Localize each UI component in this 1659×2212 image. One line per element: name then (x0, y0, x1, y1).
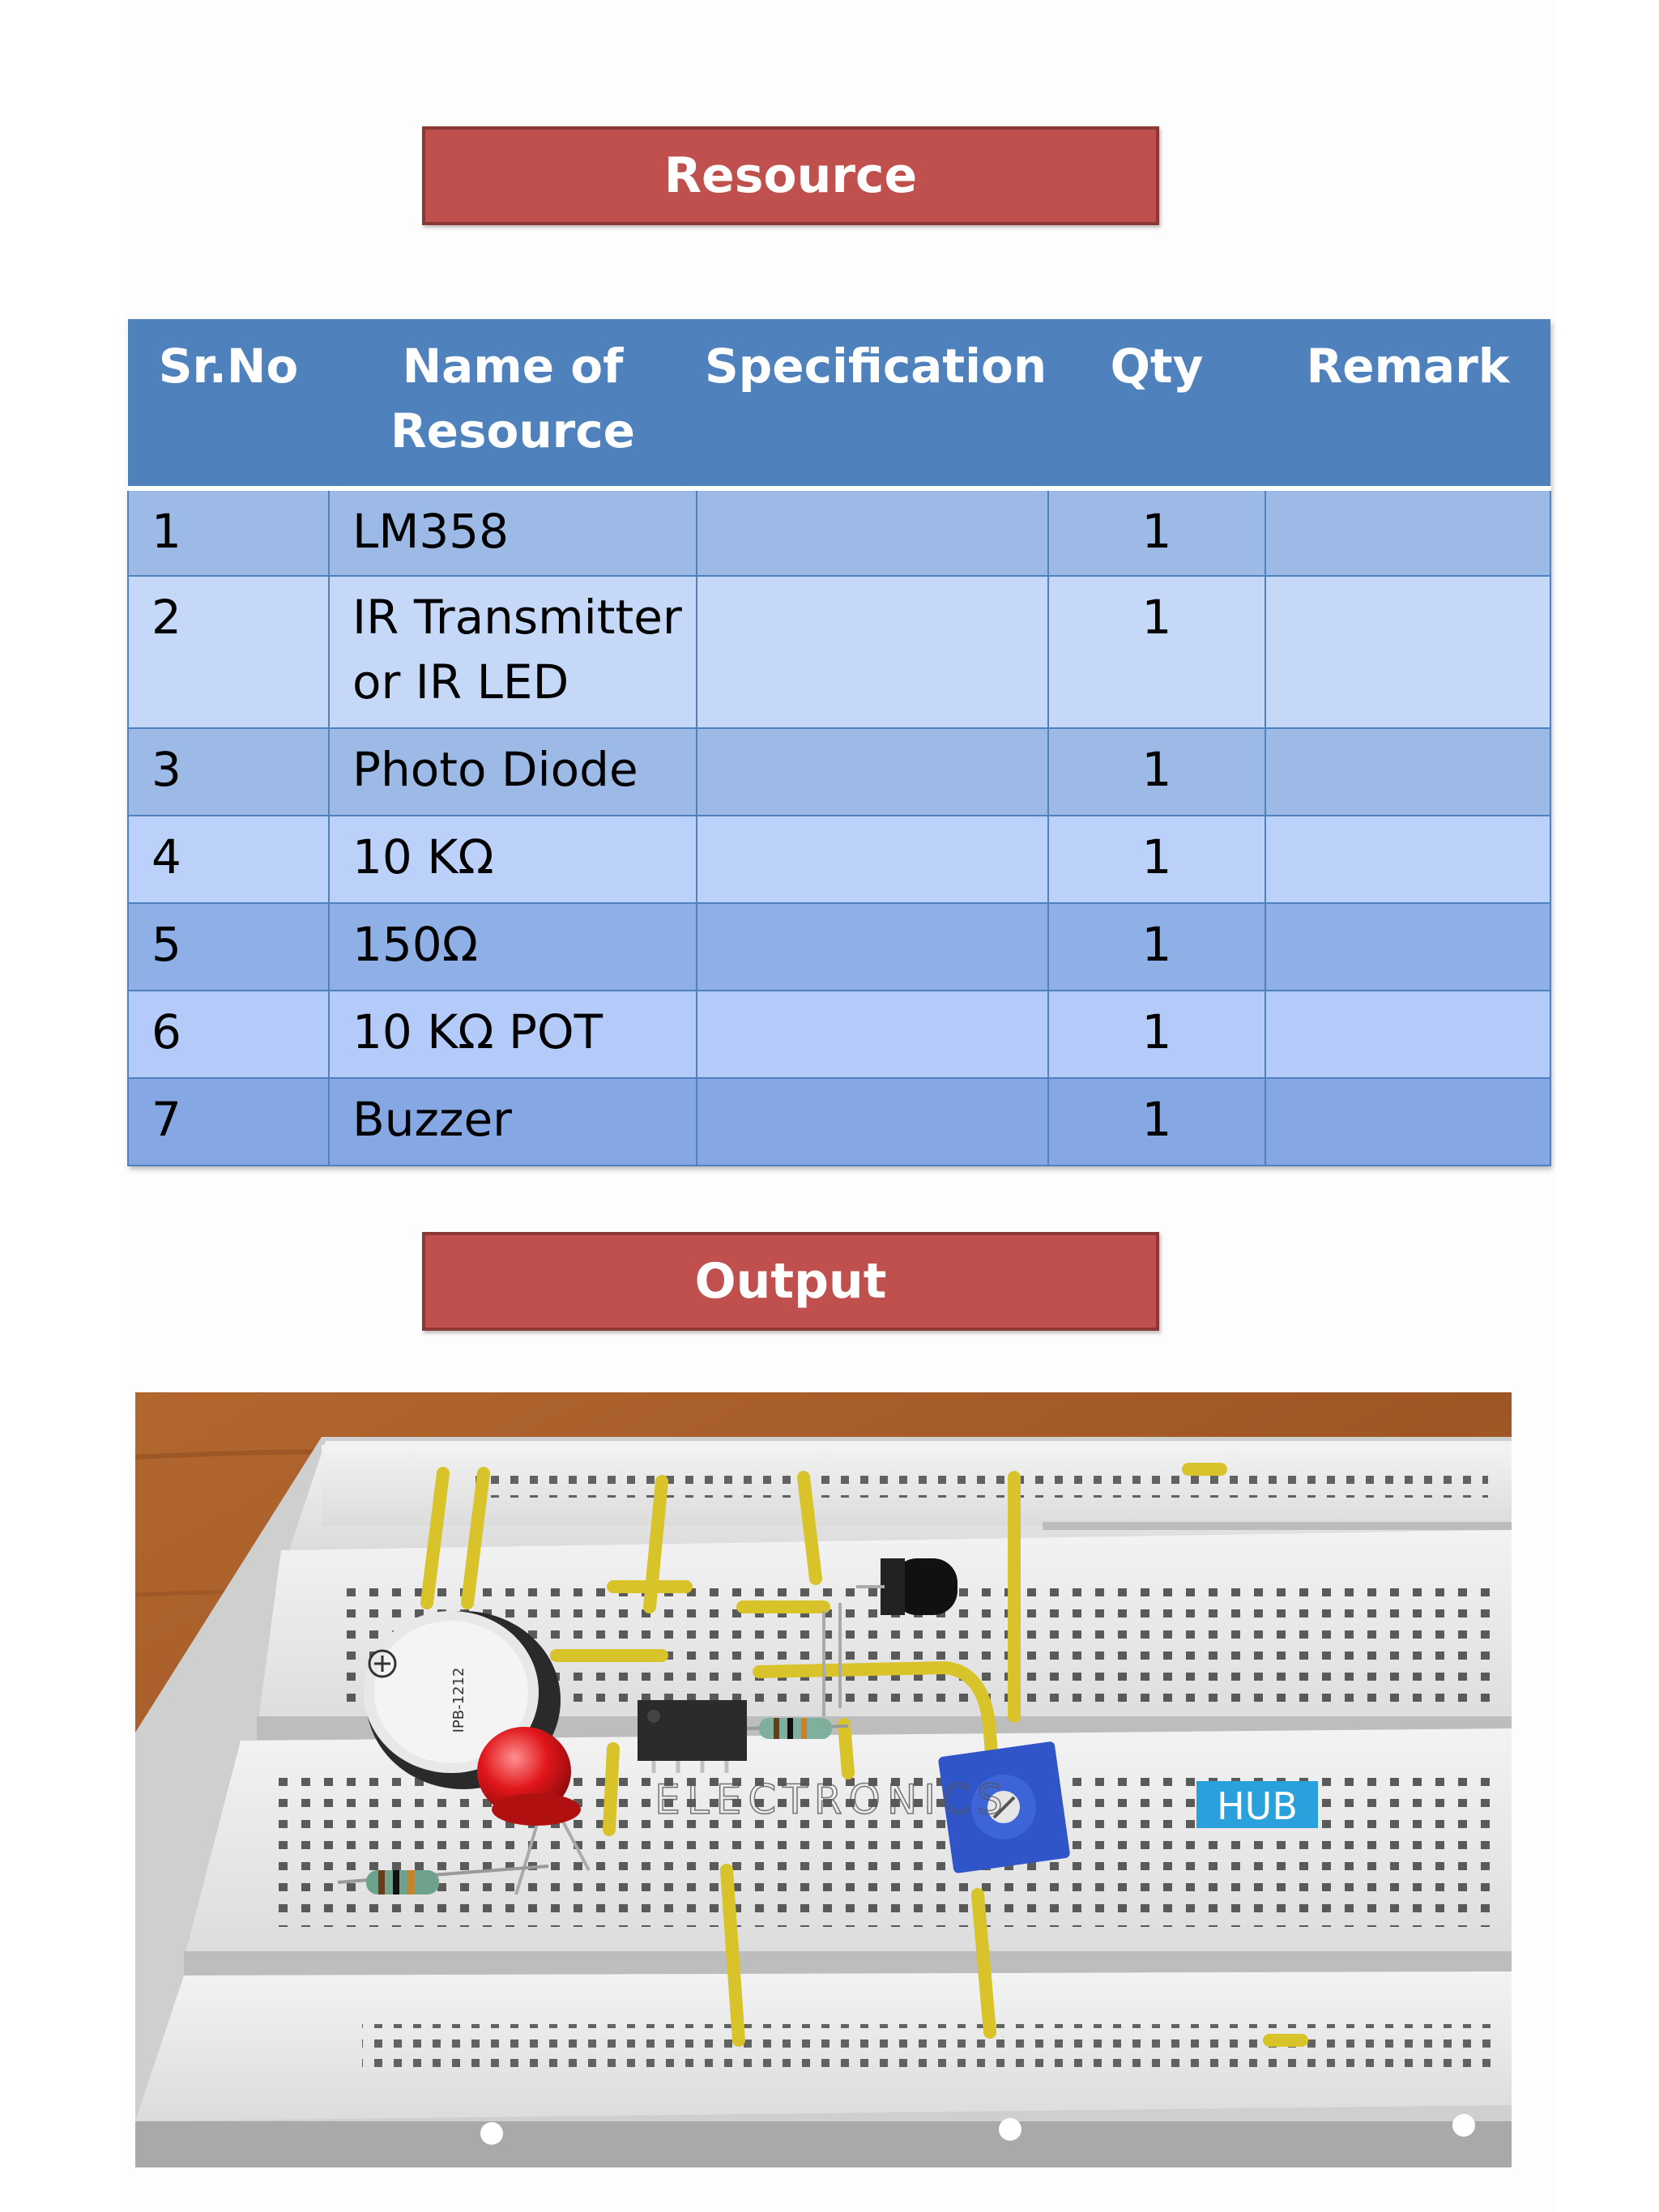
cell-name: LM358 (328, 488, 697, 577)
cell-name: 10 KΩ (328, 815, 697, 904)
cell-sr: 1 (127, 488, 330, 577)
cell-qty: 1 (1047, 902, 1266, 991)
watermark-badge: HUB (1217, 1784, 1298, 1828)
table-header-row: Sr.No Name of Resource Specification Qty… (128, 319, 1550, 491)
cell-spec (696, 575, 1049, 729)
header-specification: Specification (697, 319, 1048, 491)
header-qty: Qty (1048, 319, 1265, 491)
red-led (477, 1727, 591, 1895)
output-title: Output (694, 1253, 887, 1310)
watermark: ELECTRONICS HUB (655, 1775, 1318, 1828)
resource-table-container: Sr.No Name of Resource Specification Qty… (127, 319, 1551, 1166)
cell-sr: 2 (127, 575, 330, 729)
cell-qty: 1 (1047, 815, 1266, 904)
header-name-of-resource: Name of Resource (329, 319, 697, 491)
cell-sr: 7 (127, 1077, 330, 1166)
cell-spec (696, 1077, 1049, 1166)
cell-qty: 1 (1047, 990, 1266, 1079)
cell-remark (1265, 1077, 1551, 1166)
cell-qty: 1 (1047, 727, 1266, 816)
table-row: 6 10 KΩ POT 1 (127, 990, 1551, 1079)
resistor-150-ohm (337, 1865, 549, 1894)
potentiometer (938, 1741, 1070, 1873)
cell-spec (696, 488, 1049, 577)
photo-diode (822, 1558, 957, 1716)
cell-sr: 4 (127, 815, 330, 904)
cell-name: Photo Diode (328, 727, 697, 816)
cell-remark (1265, 575, 1551, 729)
resource-table: Sr.No Name of Resource Specification Qty… (127, 319, 1551, 1166)
cell-spec (696, 902, 1049, 991)
table-row: 7 Buzzer 1 (127, 1077, 1551, 1166)
lm358-ic (638, 1700, 747, 1773)
cell-qty: 1 (1047, 1077, 1266, 1166)
cell-name: 150Ω (328, 902, 697, 991)
cell-spec (696, 815, 1049, 904)
header-sr-no: Sr.No (128, 319, 329, 491)
cell-spec (696, 990, 1049, 1079)
cell-name: 10 KΩ POT (328, 990, 697, 1079)
circuit-photo: IPB-1212 (135, 1392, 1512, 2167)
table-row: 2 IR Transmitter or IR LED 1 (127, 575, 1551, 729)
cell-remark (1265, 815, 1551, 904)
cell-sr: 6 (127, 990, 330, 1079)
resource-title: Resource (663, 147, 918, 204)
cell-remark (1265, 727, 1551, 816)
cell-qty: 1 (1047, 488, 1266, 577)
cell-name: Buzzer (328, 1077, 697, 1166)
buzzer-marking: IPB-1212 (450, 1668, 467, 1733)
watermark-text: ELECTRONICS (655, 1776, 1009, 1823)
table-row: 3 Photo Diode 1 (127, 727, 1551, 816)
table-row: 5 150Ω 1 (127, 902, 1551, 991)
breadboard-illustration: IPB-1212 (135, 1392, 1512, 2167)
resource-banner: Resource (422, 126, 1159, 225)
cell-name: IR Transmitter or IR LED (328, 575, 697, 729)
cell-qty: 1 (1047, 575, 1266, 729)
cell-sr: 3 (127, 727, 330, 816)
output-banner: Output (422, 1232, 1159, 1331)
cell-spec (696, 727, 1049, 816)
resistor-10k (746, 1718, 849, 1739)
header-remark: Remark (1265, 319, 1550, 491)
table-row: 1 LM358 1 (127, 488, 1551, 577)
cell-remark (1265, 488, 1551, 577)
table-row: 4 10 KΩ 1 (127, 815, 1551, 904)
jumper-wires (420, 1463, 1308, 2047)
cell-remark (1265, 902, 1551, 991)
cell-remark (1265, 990, 1551, 1079)
cell-sr: 5 (127, 902, 330, 991)
